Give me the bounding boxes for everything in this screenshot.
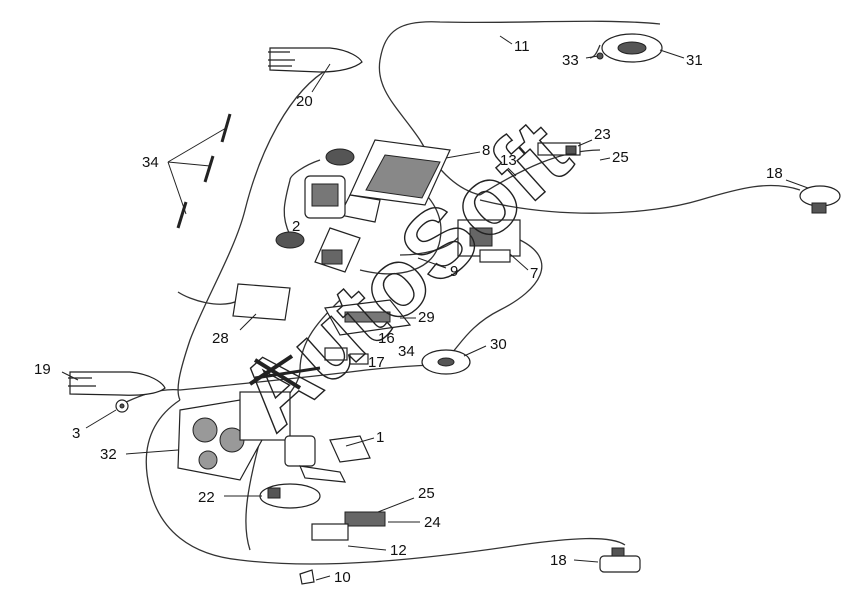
headlamp-left [68,371,166,396]
switch-unit-2 [275,148,355,249]
callout-7: 7 [530,265,538,282]
callout-24: 24 [424,514,441,531]
callout-28: 28 [212,330,229,347]
crossed-part [248,354,321,390]
label-card-28 [232,283,291,321]
callout-23: 23 [594,126,611,143]
ground-clip-10 [299,569,315,585]
callout-labels: 11 33 31 20 8 34 23 13 25 18 2 9 7 28 29… [34,38,783,586]
callout-2: 2 [292,218,300,235]
relay-9 [314,227,361,273]
instrument-panel-8 [339,139,451,223]
callout-32: 32 [100,446,117,463]
callout-22: 22 [198,489,215,506]
relay-24-25 [344,511,386,527]
callout-17: 17 [368,354,385,371]
connector-23 [537,142,581,156]
callout-11: 11 [514,38,530,55]
callout-29: 29 [418,309,435,326]
callout-13: 13 [500,152,517,169]
fuse-box-29 [324,299,412,336]
sensor-18-bottom [599,547,641,573]
connector-12 [311,523,349,541]
callout-3: 3 [72,425,80,442]
callout-16: 16 [378,330,395,347]
dashboard-cluster-32 [177,391,291,481]
callout-31: 31 [686,52,703,69]
lamp-socket-3 [115,399,129,413]
callout-20: 20 [296,93,313,110]
callout-12: 12 [390,542,407,559]
callout-18-lower: 18 [550,552,567,569]
callout-34-lower: 34 [398,343,415,360]
callout-34: 34 [142,154,159,171]
callout-30: 30 [490,336,507,353]
callout-9: 9 [450,263,458,280]
callout-1: 1 [376,429,384,446]
leader-lines [61,35,809,581]
callout-19: 19 [34,361,51,378]
callout-10: 10 [334,569,351,586]
callout-25: 25 [612,149,629,166]
wiring-harness [119,20,801,565]
callout-8: 8 [482,142,490,159]
sensor-18-right [799,185,841,214]
reflector-strips [176,113,232,229]
connector-22 [259,483,321,509]
callout-18: 18 [766,165,783,182]
headlamp-right [268,47,363,73]
connector-16-17 [324,347,369,365]
horn-30 [421,349,471,375]
callout-25-lower: 25 [418,485,435,502]
speaker-top [596,33,663,63]
callout-33: 33 [562,52,579,69]
control-module-7 [457,219,521,263]
